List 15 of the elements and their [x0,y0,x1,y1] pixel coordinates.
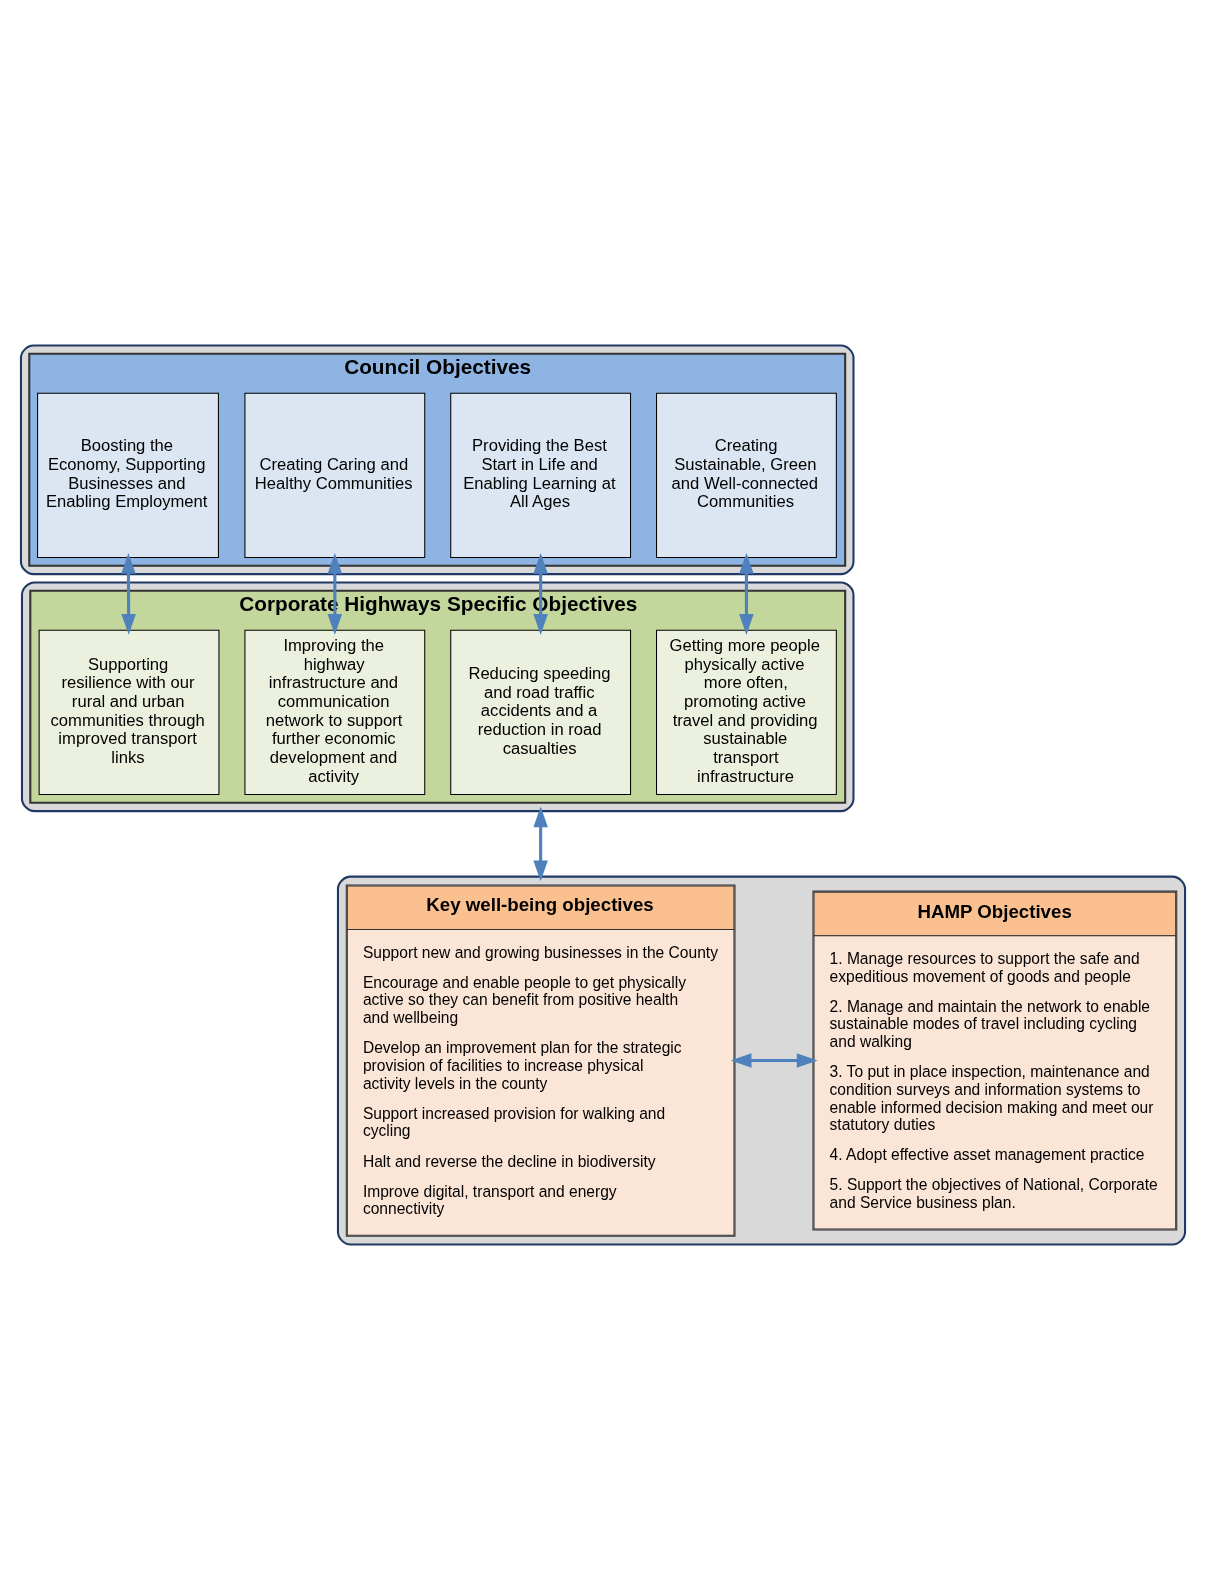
node-box: Providing the Best Start in Life and Enabling Learning at All Ages [450,392,632,558]
arrow [327,552,343,635]
node-box: Supporting resilience with our rural and urban communities through improved transport links [38,629,220,795]
node-box: Boosting the Economy, Supporting Businesses and Enabling Employment [37,392,219,558]
arrow [121,552,136,635]
arrow [533,552,548,635]
node-box: Reducing speeding and road traffic accidents and a reduction in road casualties [450,629,632,795]
node-box: Creating Sustainable, Green and Well-connected Communities [656,392,837,558]
node-box: Getting more people physically active more often, promoting active travel and providing sustainable transport infrastructure [656,629,837,795]
cluster [336,875,1187,1246]
arrow [739,552,754,635]
arrow [533,805,548,881]
arrow [730,1052,818,1068]
node-box: Improving the highway infrastructure and communication network to support further economic development and activity [244,629,426,795]
node-box: Creating Caring and Healthy Communities [244,392,426,558]
